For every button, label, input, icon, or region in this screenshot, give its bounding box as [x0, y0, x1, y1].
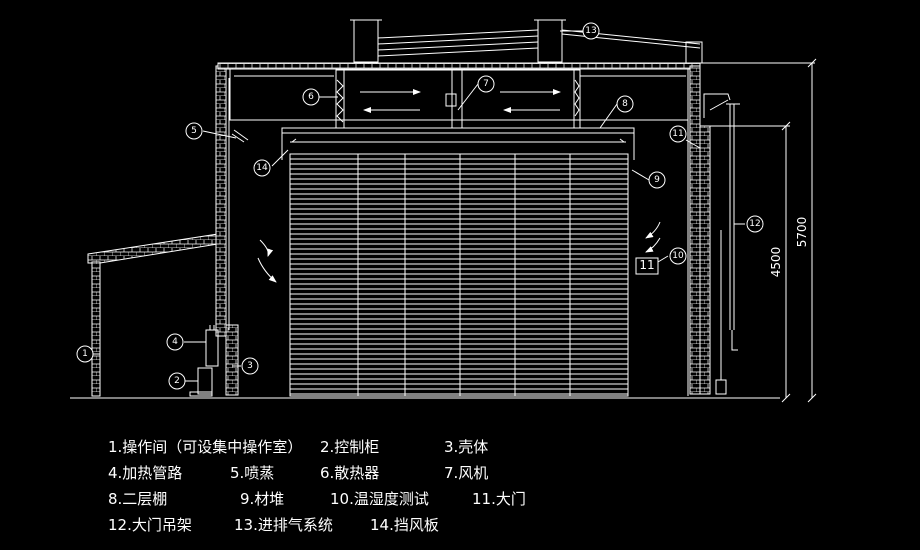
callout-number: 9: [654, 175, 660, 185]
wood-stack: [289, 153, 629, 397]
callout-number: 1: [82, 349, 88, 359]
legend-item: 12.大门吊架: [108, 516, 192, 534]
callout-9: 9: [648, 171, 666, 189]
callout-13: 13: [582, 22, 600, 40]
legend-item: 2.控制柜: [320, 438, 380, 456]
dimension-5700: 5700: [700, 58, 817, 403]
callout-number: 5: [191, 126, 197, 136]
callout-number: 10: [672, 251, 684, 261]
second-floor-shelf: [281, 127, 635, 160]
legend-item: 9.材堆: [240, 490, 285, 508]
dimension-5700-label: 5700: [795, 217, 809, 248]
legend-item: 3.壳体: [444, 438, 489, 456]
callout-8: 8: [616, 95, 634, 113]
control-cabinet: [189, 367, 213, 397]
legend-item: 13.进排气系统: [234, 516, 333, 534]
callout-number: 3: [247, 361, 253, 371]
kiln-section-drawing: 11 5700 4500: [70, 19, 817, 403]
callout-14: 14: [253, 159, 271, 177]
fan-chamber: [335, 69, 581, 129]
callout-6: 6: [302, 88, 320, 106]
dimension-4500-label: 4500: [769, 247, 783, 278]
airflow-arrows: [257, 221, 661, 283]
door-hanger: [703, 93, 740, 395]
callout-11: 11: [669, 125, 687, 143]
dimension-4500: 4500: [710, 121, 791, 403]
callout-number: 13: [585, 26, 596, 36]
callout-number: 2: [174, 376, 180, 386]
legend: 1.操作间（可设集中操作室） 2.控制柜 3.壳体 4.加热管路 5.喷蒸 6.…: [0, 428, 920, 548]
legend-item: 11.大门: [472, 490, 526, 508]
callout-number: 11: [672, 129, 683, 139]
legend-item: 5.喷蒸: [230, 464, 275, 482]
left-wall: [215, 65, 239, 396]
callout-number: 4: [172, 337, 178, 347]
legend-item: 7.风机: [444, 464, 489, 482]
legend-item: 14.挡风板: [370, 516, 439, 534]
callout-leaders: [92, 30, 745, 382]
legend-item: 8.二层棚: [108, 490, 168, 508]
sensor-box-label: 11: [639, 258, 654, 272]
callout-3: 3: [241, 357, 259, 375]
callout-number: 12: [749, 219, 760, 229]
callout-5: 5: [185, 122, 203, 140]
exhaust-system: [350, 19, 703, 64]
callout-1: 1: [76, 345, 94, 363]
callout-number: 14: [256, 163, 268, 173]
sensor-box: 11: [635, 257, 659, 275]
heating-pipes: [205, 325, 219, 367]
callout-4: 4: [166, 333, 184, 351]
callout-7: 7: [477, 75, 495, 93]
legend-item: 4.加热管路: [108, 464, 183, 482]
callout-2: 2: [168, 372, 186, 390]
callout-number: 7: [483, 79, 489, 89]
legend-item: 6.散热器: [320, 464, 380, 482]
legend-item: 10.温湿度测试: [330, 490, 429, 508]
callout-number: 8: [622, 99, 628, 109]
legend-item: 1.操作间（可设集中操作室）: [108, 438, 303, 456]
steam-spray: [231, 129, 249, 143]
callout-number: 6: [308, 92, 314, 102]
callout-10: 10: [669, 247, 687, 265]
callout-12: 12: [746, 215, 764, 233]
operating-room: [87, 233, 219, 397]
right-wall: [689, 65, 711, 395]
